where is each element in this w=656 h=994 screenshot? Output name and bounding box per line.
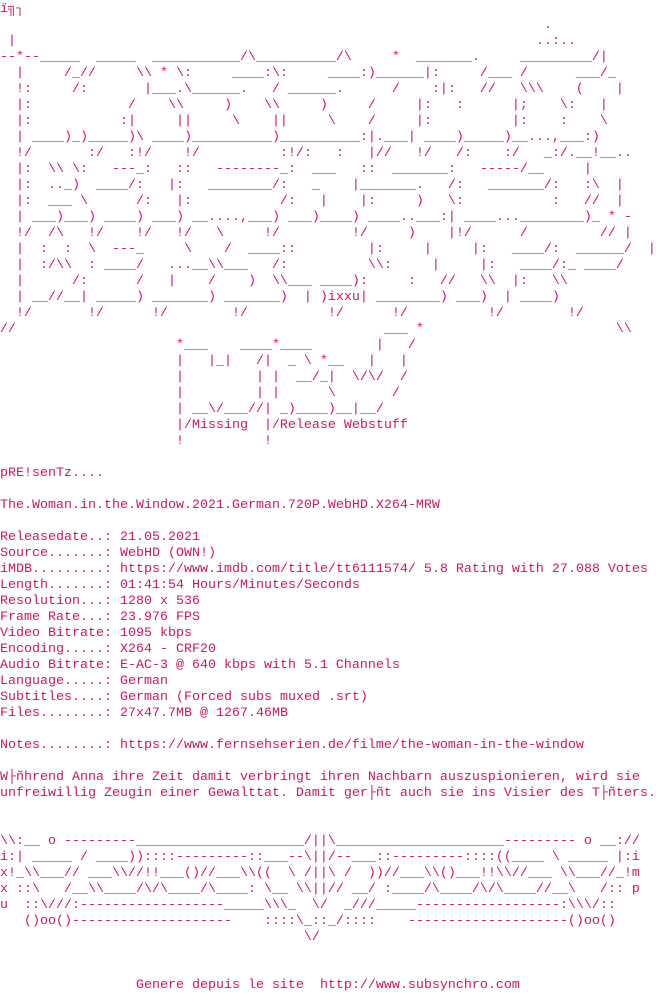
notes-label: Notes........: bbox=[0, 738, 112, 753]
ascii-logo-line: | /: / | / ) \\___ ____): : // \\ |: \\ bbox=[0, 274, 568, 289]
ascii-logo-line: | /_// \\ * \: ____:\: ____:)______|: /_… bbox=[0, 66, 616, 81]
info-row: Encoding.....: X264 - CRF20 bbox=[0, 642, 656, 658]
footer-link[interactable]: http://www.subsynchro.com bbox=[319, 978, 520, 993]
ascii-footer-line: \/ bbox=[0, 930, 320, 945]
info-value: 23.976 FPS bbox=[119, 610, 200, 625]
blank-line bbox=[0, 722, 656, 738]
info-row: Releasedate..: 21.05.2021 bbox=[0, 530, 656, 546]
info-label: Source.......: bbox=[0, 546, 112, 561]
info-label: Resolution...: bbox=[0, 594, 112, 609]
blank-line bbox=[0, 946, 656, 962]
info-label: Length.......: bbox=[0, 578, 112, 593]
ascii-logo-line: !/ !/ !/ !/ !/ !/ !/ !/ bbox=[0, 306, 584, 321]
info-value: 21.05.2021 bbox=[119, 530, 200, 545]
ascii-logo-line: | ___)___) ____) ___) __....,___) ___)__… bbox=[0, 210, 632, 225]
ascii-subtitle-line: | | | __/_| \/\/ / bbox=[0, 370, 408, 385]
info-row: Video Bitrate: 1095 kbps bbox=[0, 626, 656, 642]
info-value: German bbox=[119, 674, 168, 689]
info-row: Resolution...: 1280 x 536 bbox=[0, 594, 656, 610]
blank-line bbox=[0, 514, 656, 530]
info-row: Language.....: German bbox=[0, 674, 656, 690]
info-row: Length.......: 01:41:54 Hours/Minutes/Se… bbox=[0, 578, 656, 594]
ascii-subtitle-line: |/Missing |/Release Webstuff bbox=[0, 418, 408, 433]
header-glyph: ï╗┐ bbox=[0, 2, 24, 17]
info-value: 01:41:54 Hours/Minutes/Seconds bbox=[119, 578, 360, 593]
blank-line bbox=[0, 754, 656, 770]
info-label: Frame Rate...: bbox=[0, 610, 112, 625]
release-name: The.Woman.in.the.Window.2021.German.720P… bbox=[0, 498, 440, 513]
ascii-logo-line: | :/\\ : ____/ ...__\\___ /: \\: | |: __… bbox=[0, 258, 624, 273]
ascii-logo-line: |: :| || \ || \ / |: |: : \ bbox=[0, 114, 608, 129]
ascii-subtitle-line: ! ! bbox=[0, 434, 272, 449]
info-row: Frame Rate...: 23.976 FPS bbox=[0, 610, 656, 626]
ascii-logo-line: |: \\ \: ---_: :: --------_: ___ :: ____… bbox=[0, 162, 592, 177]
info-value: E-AC-3 @ 640 kbps with 5.1 Channels bbox=[119, 658, 400, 673]
blank-line bbox=[0, 818, 656, 834]
ascii-subtitle-line: | __\/___//| _)____)__|__/ bbox=[0, 402, 384, 417]
info-label: Releasedate..: bbox=[0, 530, 112, 545]
ascii-logo-line: . bbox=[0, 18, 552, 33]
info-label: Files........: bbox=[0, 706, 112, 721]
blank-line bbox=[0, 482, 656, 498]
ascii-footer-line: x ::\ /__\\____/\/\____/\____: \__ \\||/… bbox=[0, 882, 640, 897]
blank-line bbox=[0, 962, 656, 978]
info-value: X264 - CRF20 bbox=[119, 642, 216, 657]
info-row: Subtitles....: German (Forced subs muxed… bbox=[0, 690, 656, 706]
info-row: Files........: 27x47.7MB @ 1267.46MB bbox=[0, 706, 656, 722]
ascii-footer-line: i:| _____ / ____))::::---------::___--\|… bbox=[0, 850, 640, 865]
footer-text: Genere depuis le site bbox=[0, 978, 320, 993]
ascii-logo-line: |: .._) ____/: |: ________/: _ |_______.… bbox=[0, 178, 624, 193]
ascii-footer-line: x!_\\___// ___\\//!!___()//___\\(( \ /||… bbox=[0, 866, 640, 881]
ascii-logo-line: | __//__| _____) _______) _______) | )ix… bbox=[0, 290, 560, 305]
info-value[interactable]: https://www.imdb.com/title/tt6111574/ 5.… bbox=[119, 562, 648, 577]
info-label: Video Bitrate: bbox=[0, 626, 112, 641]
blank-line bbox=[0, 802, 656, 818]
info-value: 1095 kbps bbox=[119, 626, 192, 641]
info-value: 27x47.7MB @ 1267.46MB bbox=[119, 706, 288, 721]
notes-link[interactable]: https://www.fernsehserien.de/filme/the-w… bbox=[119, 738, 584, 753]
ascii-logo-line: | ..:.. bbox=[0, 34, 576, 49]
info-label: Language.....: bbox=[0, 674, 112, 689]
description-line: W├ñhrend Anna ihre Zeit damit verbringt … bbox=[0, 770, 640, 785]
ascii-logo-line: // ___ * \\ bbox=[0, 322, 632, 337]
ascii-footer-line: \\:__ o ---------_____________________/|… bbox=[0, 834, 640, 849]
info-label: Audio Bitrate: bbox=[0, 658, 112, 673]
ascii-footer-line: ()oo()-------------------- ::::\_::_/:::… bbox=[0, 914, 616, 929]
ascii-logo-line: --*--_____ _____ ___________/\__________… bbox=[0, 50, 608, 65]
ascii-logo-line: | : : \ ---_ \ / ____:: |: | |: ____/: _… bbox=[0, 242, 656, 257]
info-row: Source.......: WebHD (OWN!) bbox=[0, 546, 656, 562]
info-label: iMDB.........: bbox=[0, 562, 112, 577]
ascii-logo-line: !: /: |___.\______. / ______. / :|: // \… bbox=[0, 82, 624, 97]
info-label: Encoding.....: bbox=[0, 642, 112, 657]
ascii-subtitle-line: | |_| /| _ \ *__ | | bbox=[0, 354, 408, 369]
info-row: Audio Bitrate: E-AC-3 @ 640 kbps with 5.… bbox=[0, 658, 656, 674]
ascii-logo-line: !/ :/ :!/ !/ :!/: : |// !/ /: :/ _:/.__!… bbox=[0, 146, 632, 161]
ascii-subtitle-line: | | | \ / bbox=[0, 386, 400, 401]
info-value: 1280 x 536 bbox=[119, 594, 200, 609]
blank-line bbox=[0, 450, 656, 466]
ascii-subtitle-line: *___ ____*____ | / bbox=[0, 338, 416, 353]
description-line: unfreiwillig Zeugin einer Gewalttat. Dam… bbox=[0, 786, 656, 801]
info-value: WebHD (OWN!) bbox=[119, 546, 216, 561]
presents-text: pRE!senTz.... bbox=[0, 466, 104, 481]
ascii-logo-line: !/ /\ !/ !/ !/ \ !/ !/ ) |!/ / // | bbox=[0, 226, 632, 241]
info-row: iMDB.........: https://www.imdb.com/titl… bbox=[0, 562, 656, 578]
ascii-logo-line: | ____)_)_____)\ ____)__________)_______… bbox=[0, 130, 600, 145]
ascii-footer-line: u ::\///:------------------_____\\\_ \/ … bbox=[0, 898, 616, 913]
notes-row: Notes........: https://www.fernsehserien… bbox=[0, 738, 656, 754]
info-value: German (Forced subs muxed .srt) bbox=[119, 690, 368, 705]
ascii-logo-line: |: ___ \ /: |: /: | |: ) \: : // | bbox=[0, 194, 624, 209]
footer-row: Genere depuis le site http://www.subsync… bbox=[0, 978, 656, 994]
info-label: Subtitles....: bbox=[0, 690, 112, 705]
ascii-logo-line: |: / \\ ) \\ ) / |: : |; \: | bbox=[0, 98, 608, 113]
